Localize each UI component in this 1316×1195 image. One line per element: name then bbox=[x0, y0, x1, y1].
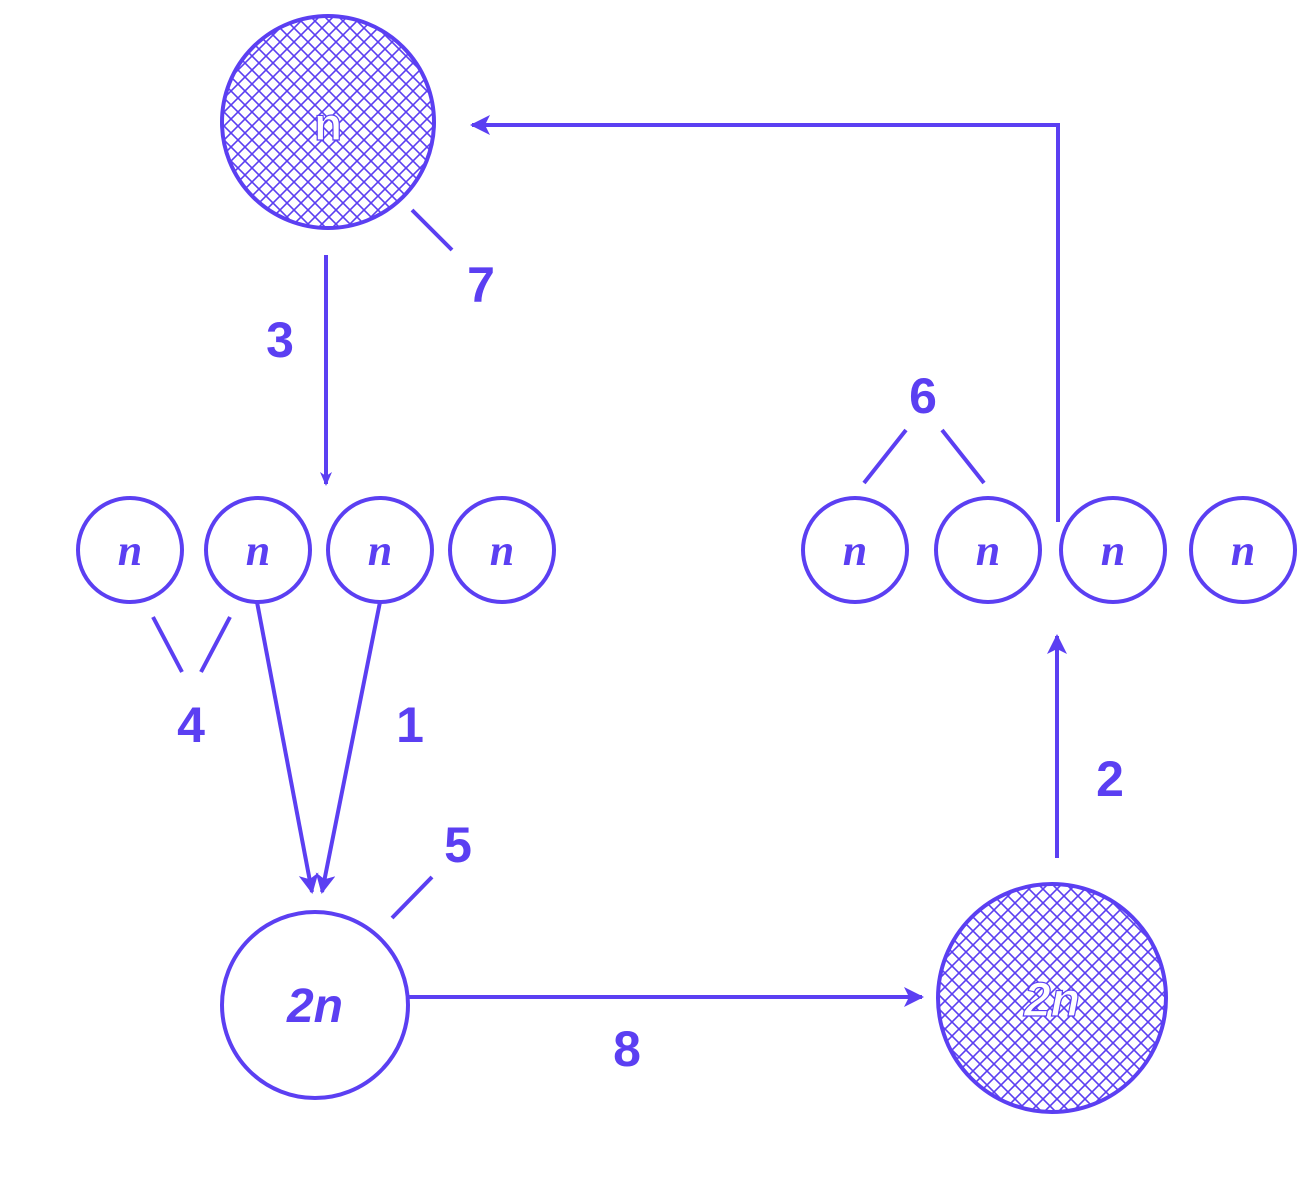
left-cell-3: n bbox=[326, 496, 434, 604]
leader-4-b bbox=[199, 616, 232, 673]
arrow-1-a bbox=[255, 601, 319, 894]
svg-text:n: n bbox=[368, 526, 392, 575]
left-cell-4: n bbox=[448, 496, 556, 604]
right-cell-2: n bbox=[934, 496, 1042, 604]
svg-text:n: n bbox=[1231, 526, 1255, 575]
svg-text:n: n bbox=[246, 526, 270, 575]
leader-6-b bbox=[940, 428, 986, 485]
leader-5 bbox=[390, 875, 434, 920]
label-1: 1 bbox=[396, 697, 424, 753]
label-5: 5 bbox=[444, 817, 472, 873]
svg-text:n: n bbox=[976, 526, 1000, 575]
label-2: 2 bbox=[1096, 751, 1124, 807]
left-cell-1: n bbox=[76, 496, 184, 604]
label-3: 3 bbox=[266, 312, 294, 368]
label-7: 7 bbox=[467, 257, 495, 313]
mature-cell-label: 2n bbox=[1023, 974, 1080, 1027]
return-arrow bbox=[470, 115, 1060, 522]
top-cell-label: n bbox=[314, 98, 342, 150]
left-cell-2: n bbox=[204, 496, 312, 604]
arrow-1-b bbox=[315, 601, 382, 894]
svg-text:n: n bbox=[118, 526, 142, 575]
label-4: 4 bbox=[177, 697, 205, 753]
leader-6-a bbox=[862, 428, 908, 485]
top-haploid-cell: n bbox=[220, 14, 436, 230]
label-6: 6 bbox=[909, 368, 937, 424]
left-haploid-group: n n n n bbox=[76, 496, 556, 604]
leader-4-a bbox=[151, 616, 184, 673]
svg-text:n: n bbox=[490, 526, 514, 575]
svg-text:n: n bbox=[843, 526, 867, 575]
leader-7 bbox=[410, 208, 454, 252]
right-haploid-group: n n n n bbox=[801, 496, 1297, 604]
right-cell-1: n bbox=[801, 496, 909, 604]
right-cell-4: n bbox=[1189, 496, 1297, 604]
zygote-cell: 2n bbox=[220, 910, 410, 1100]
label-8: 8 bbox=[613, 1021, 641, 1077]
mature-diploid-cell: 2n bbox=[936, 882, 1168, 1114]
right-cell-3: n bbox=[1059, 496, 1167, 604]
zygote-label: 2n bbox=[286, 980, 343, 1033]
svg-text:n: n bbox=[1101, 526, 1125, 575]
